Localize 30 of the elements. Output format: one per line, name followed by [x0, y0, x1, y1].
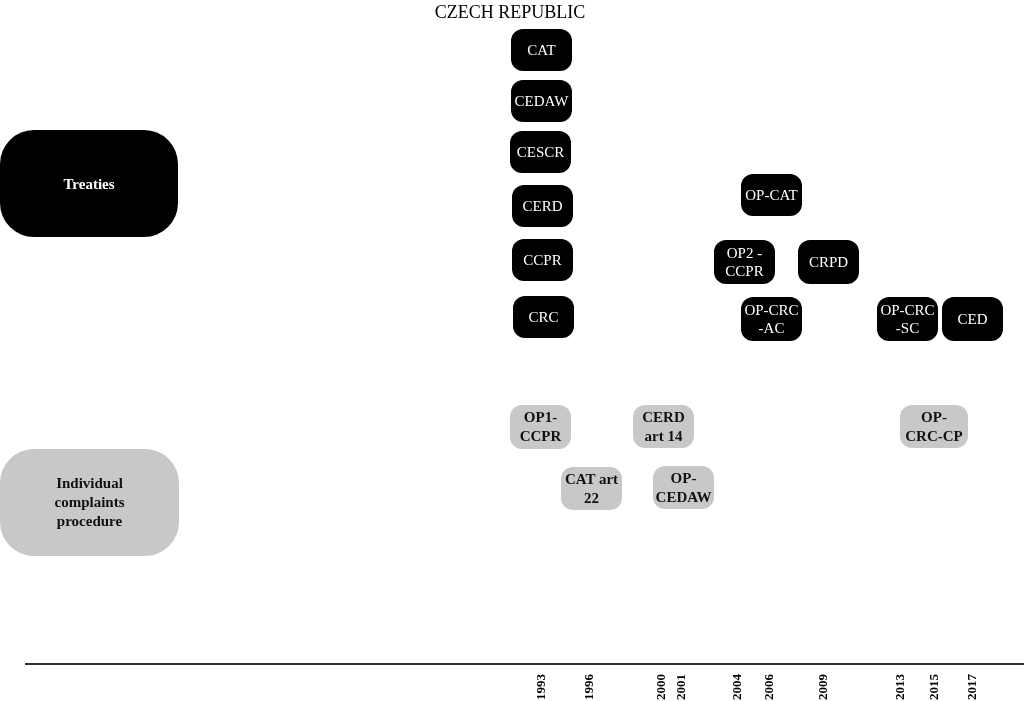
category-box: Treaties	[0, 130, 178, 237]
year-label: 2017	[965, 673, 979, 700]
treaty-box: OP-CAT	[741, 174, 802, 216]
year-label: 2001	[674, 673, 688, 700]
year-label: 2004	[730, 673, 744, 700]
treaty-box: CRC	[513, 296, 574, 338]
complaint-procedure-box: CERD art 14	[633, 405, 694, 448]
year-label: 1993	[534, 673, 548, 700]
treaty-box: OP2 -CCPR	[714, 240, 775, 284]
year-label: 2015	[927, 673, 941, 700]
complaint-procedure-box: OP1- CCPR	[510, 405, 571, 449]
complaint-procedure-box: CAT art 22	[561, 467, 622, 510]
year-label: 2000	[654, 673, 668, 700]
treaty-box: CEDAW	[511, 80, 572, 122]
diagram-title: CZECH REPUBLIC	[433, 1, 587, 24]
treaty-box: CCPR	[512, 239, 573, 281]
complaint-procedure-box: OP- CEDAW	[653, 466, 714, 509]
year-label: 2013	[893, 673, 907, 700]
treaty-box: CESCR	[510, 131, 571, 173]
complaint-procedure-box: OP- CRC-CP	[900, 405, 968, 448]
category-box: Individual complaints procedure	[0, 449, 179, 556]
year-label: 2006	[762, 673, 776, 700]
year-label: 2009	[816, 673, 830, 700]
treaty-box: OP-CRC -SC	[877, 297, 938, 341]
treaty-box: CERD	[512, 185, 573, 227]
treaty-box: CED	[942, 297, 1003, 341]
treaty-box: OP-CRC -AC	[741, 297, 802, 341]
treaty-box: CAT	[511, 29, 572, 71]
year-label: 1996	[582, 673, 596, 700]
treaty-box: CRPD	[798, 240, 859, 284]
